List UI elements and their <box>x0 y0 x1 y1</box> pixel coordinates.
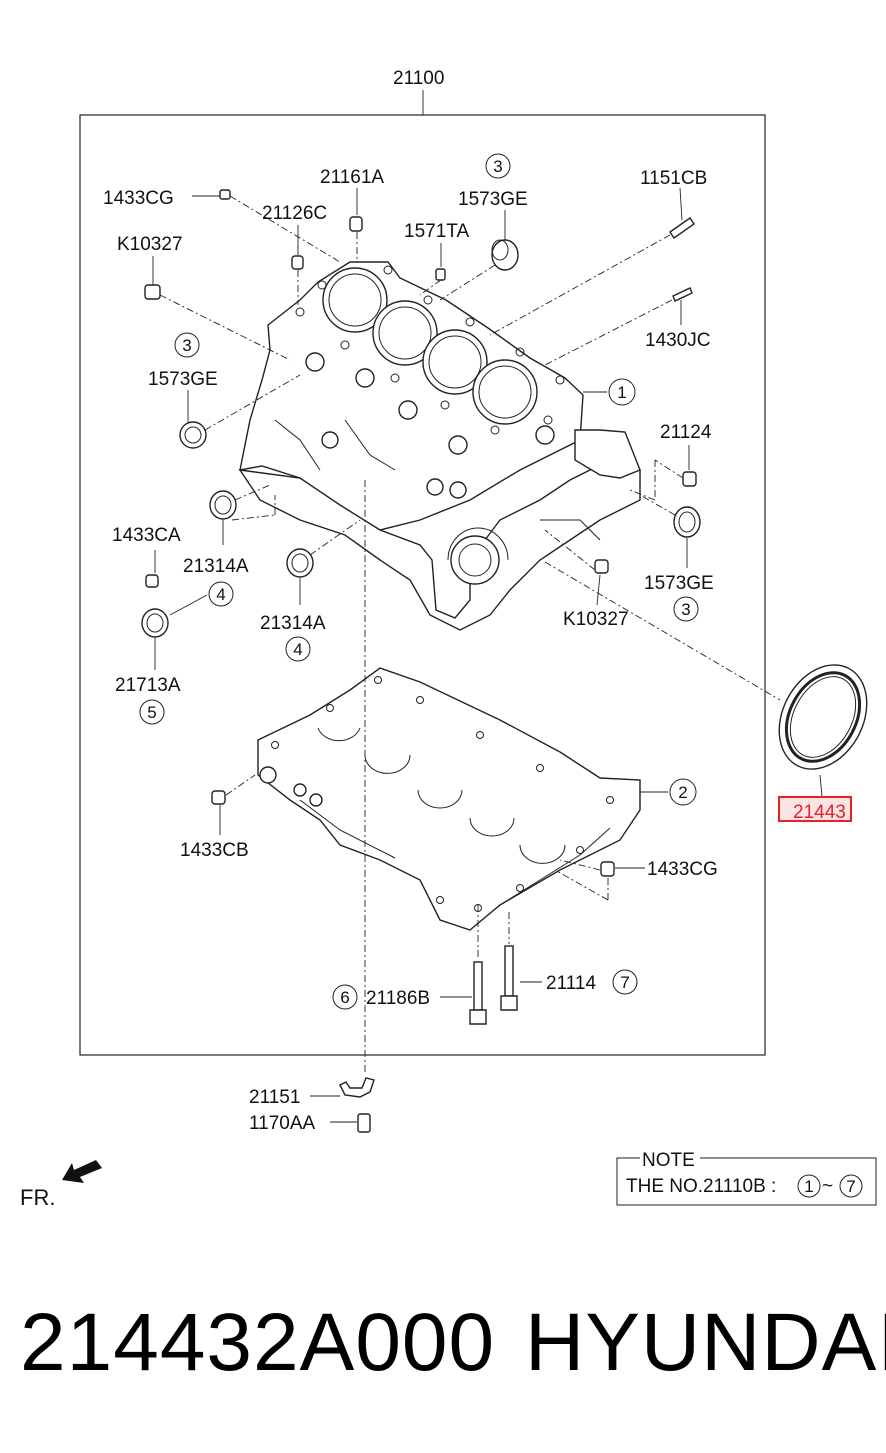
ref-circle-2: 2 <box>669 778 697 806</box>
dowel-1433CA <box>145 574 159 588</box>
label-21114: 21114 <box>546 973 596 994</box>
pin-1571TA <box>435 268 446 281</box>
note-text: THE NO.21110B : <box>626 1176 776 1197</box>
label-21713A: 21713A <box>115 675 181 696</box>
dowel-1433CG-top <box>219 189 231 200</box>
plug-1573GE-top <box>491 239 519 271</box>
bolt-21114 <box>500 945 518 1011</box>
svg-text:2: 2 <box>678 783 687 802</box>
pin-1430JC <box>672 287 693 302</box>
dowel-K10327-bottom <box>594 559 609 574</box>
dowel-K10327-top <box>144 284 161 300</box>
brand-name: HYUNDAI <box>525 1297 886 1388</box>
label-1573GE-top: 1573GE <box>458 189 528 210</box>
ring-21314A-b <box>286 548 314 578</box>
note-range-from: 1 <box>804 1177 813 1196</box>
front-label: FR. <box>20 1185 55 1210</box>
rear-oil-seal-21443 <box>778 664 868 770</box>
ref-circle-3-left: 3 <box>174 332 200 358</box>
label-K10327-bottom: K10327 <box>563 609 629 630</box>
ref-circle-3-top: 3 <box>485 153 511 179</box>
svg-text:6: 6 <box>340 988 349 1007</box>
ref-circle-5: 5 <box>139 699 165 725</box>
svg-text:4: 4 <box>216 585 225 604</box>
bolt-21186B <box>469 961 487 1025</box>
plug-1573GE-left <box>179 421 207 449</box>
label-21151: 21151 <box>249 1087 300 1108</box>
label-1433CA: 1433CA <box>112 525 181 546</box>
note-title: NOTE <box>642 1150 695 1171</box>
svg-text:3: 3 <box>493 157 502 176</box>
label-1573GE-right: 1573GE <box>644 573 714 594</box>
dowel-21126C <box>291 255 304 270</box>
label-1433CG-top: 1433CG <box>103 188 174 209</box>
label-21186B: 21186B <box>366 988 430 1009</box>
ref-circle-7: 7 <box>612 969 638 995</box>
svg-text:4: 4 <box>293 640 302 659</box>
label-1573GE-left: 1573GE <box>148 369 218 390</box>
oil-jet-21151 <box>339 1077 375 1098</box>
ref-circle-1: 1 <box>608 378 636 406</box>
label-21100: 21100 <box>393 68 444 89</box>
svg-text:7: 7 <box>620 973 629 992</box>
label-21124: 21124 <box>660 422 712 443</box>
dowel-1433CB <box>211 790 226 805</box>
dowel-21124 <box>682 471 697 487</box>
label-21314A-a: 21314A <box>183 556 249 577</box>
ref-circle-3-right: 3 <box>673 596 699 622</box>
svg-text:3: 3 <box>681 600 690 619</box>
assembly-frame <box>79 114 766 1056</box>
label-21443: 21443 <box>793 802 846 823</box>
svg-text:1: 1 <box>617 383 626 402</box>
ref-circle-4-b: 4 <box>285 636 311 662</box>
plug-21161A <box>349 216 363 232</box>
label-21161A: 21161A <box>320 167 384 188</box>
label-21314A-b: 21314A <box>260 613 326 634</box>
bolt-1170AA <box>357 1113 371 1133</box>
engine-block-diagram: 21100 <box>20 68 877 1210</box>
dowel-1433CG-bottom <box>600 861 615 877</box>
seal-1573GE-right <box>673 506 701 538</box>
footer: 214432A000 HYUNDAI <box>0 1295 886 1405</box>
svg-text:5: 5 <box>147 703 156 722</box>
label-K10327-top: K10327 <box>117 234 183 255</box>
ref-circle-6: 6 <box>332 984 358 1010</box>
label-1433CG-bottom: 1433CG <box>647 859 718 880</box>
cylinder-block-upper <box>238 261 641 631</box>
front-direction-arrow-icon <box>62 1160 102 1183</box>
svg-text:3: 3 <box>182 336 191 355</box>
note-range-to: 7 <box>846 1177 855 1196</box>
label-1151CB: 1151CB <box>640 168 707 189</box>
ring-21314A-a <box>209 490 237 520</box>
label-1433CB: 1433CB <box>180 840 249 861</box>
ref-circle-4-a: 4 <box>208 581 234 607</box>
note-box: NOTE THE NO.21110B : 1 ~ 7 <box>616 1150 877 1206</box>
ring-21713A <box>141 608 169 638</box>
label-21126C: 21126C <box>262 203 327 224</box>
label-1430JC: 1430JC <box>645 330 711 351</box>
note-range-sep: ~ <box>822 1176 833 1197</box>
label-1571TA: 1571TA <box>404 221 469 242</box>
bolt-1151CB <box>669 217 695 239</box>
part-number: 214432A000 <box>20 1297 496 1388</box>
label-1170AA: 1170AA <box>249 1113 316 1134</box>
ladder-frame-lower <box>257 667 641 931</box>
highlight-box-21443 <box>778 796 852 822</box>
leader-lines <box>152 187 823 1123</box>
